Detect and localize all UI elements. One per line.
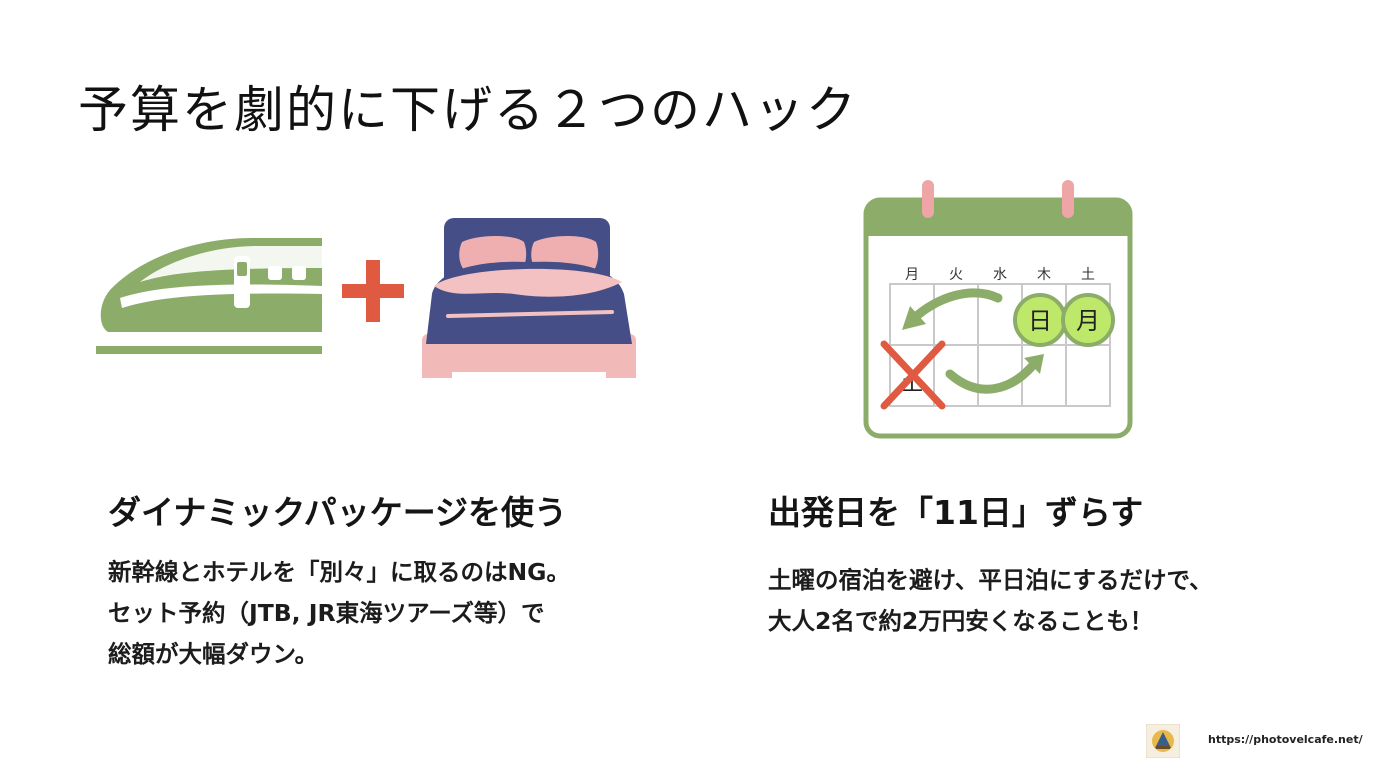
calendar-new-day: 日 — [1028, 307, 1052, 335]
hack1-line: 新幹線とホテルを「別々」に取るのはNG。 — [108, 558, 570, 586]
hack2-heading: 出発日を「11日」ずらす — [768, 493, 1144, 532]
hack2-description: 土曜の宿泊を避け、平日泊にするだけで、 大人2名で約2万円安くなることも！ — [768, 560, 1213, 642]
bed-icon — [422, 218, 636, 378]
calendar-weekday: 木 — [1037, 267, 1051, 283]
calendar-icon: 月 火 水 木 土 土 日 月 — [863, 180, 1133, 439]
calendar-weekday: 火 — [949, 267, 963, 283]
shinkansen-train-icon — [96, 238, 322, 354]
calendar-weekday: 水 — [993, 267, 1007, 283]
page-title: 予算を劇的に下げる２つのハック — [78, 81, 858, 139]
hack1-line: 総額が大幅ダウン。 — [108, 640, 319, 668]
calendar-weekday: 月 — [905, 267, 919, 283]
site-logo-icon — [1146, 724, 1180, 758]
hack2-line: 大人2名で約2万円安くなることも！ — [768, 607, 1154, 635]
hack1-line: セット予約（JTB, JR東海ツアーズ等）で — [108, 599, 545, 627]
hack2-line: 土曜の宿泊を避け、平日泊にするだけで、 — [768, 566, 1213, 594]
calendar-new-day: 月 — [1076, 307, 1100, 335]
hack1-heading: ダイナミックパッケージを使う — [108, 493, 568, 532]
hack1-description: 新幹線とホテルを「別々」に取るのはNG。 セット予約（JTB, JR東海ツアーズ… — [108, 552, 570, 675]
plus-icon — [342, 260, 404, 322]
footer-url[interactable]: https://photovelcafe.net/ — [1208, 733, 1363, 746]
calendar-weekday: 土 — [1081, 267, 1095, 283]
